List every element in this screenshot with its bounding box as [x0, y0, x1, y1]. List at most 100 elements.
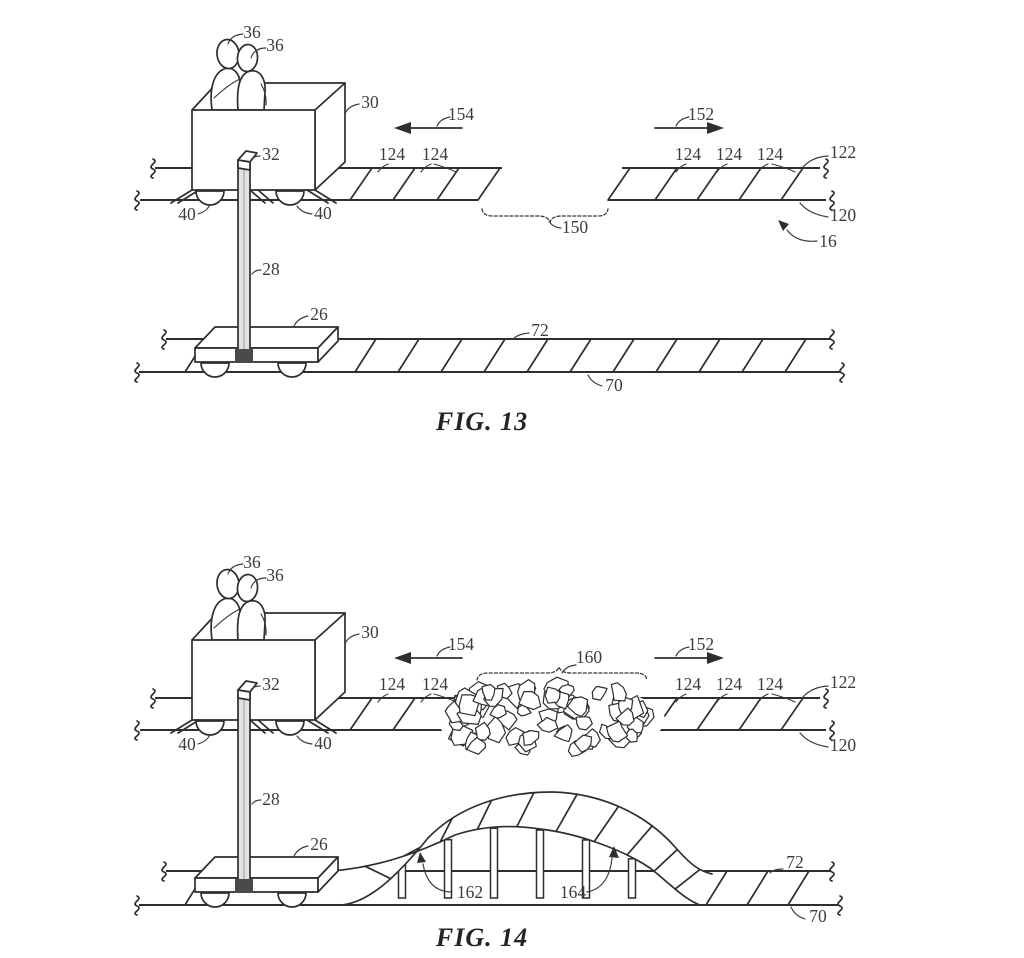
- ref-label: 40: [314, 733, 332, 753]
- break-mark: [150, 688, 156, 709]
- ref-label: 40: [178, 204, 196, 224]
- rock: [518, 690, 542, 711]
- rock: [573, 734, 593, 753]
- track-tie: [397, 338, 420, 373]
- ref-label: 30: [361, 622, 379, 642]
- system-arrowhead: [778, 220, 789, 231]
- leader-line: [377, 693, 389, 703]
- ref-label: 72: [531, 320, 549, 340]
- carriage-top-face: [194, 856, 339, 879]
- leader-line: [197, 204, 211, 215]
- track-tie: [741, 338, 764, 373]
- leader-line: [249, 155, 261, 163]
- ramp-tie: [555, 793, 578, 833]
- carriage-top-face: [194, 326, 339, 349]
- track-tie: [440, 338, 463, 373]
- track-tie: [655, 338, 678, 373]
- cart-wheels: [195, 720, 305, 736]
- leader-line: [436, 646, 451, 657]
- ref-label: 28: [262, 789, 280, 809]
- passenger-front-torso: [236, 599, 266, 641]
- break-mark: [134, 720, 140, 741]
- cart-front-face: [191, 109, 316, 191]
- ref-label: 124: [757, 144, 784, 164]
- track-tie: [705, 870, 728, 906]
- ref-label: 28: [262, 259, 280, 279]
- passenger-front-head: [236, 573, 259, 603]
- mast-clamp: [235, 879, 253, 892]
- cart-skirts: [170, 189, 337, 204]
- ref-label: 124: [675, 144, 702, 164]
- ref-label: 40: [314, 203, 332, 223]
- leader-line: [675, 116, 690, 127]
- debris-brace: [476, 664, 648, 681]
- ref-label: 160: [576, 647, 603, 667]
- track-tie: [477, 167, 501, 201]
- ramp-tie: [515, 791, 535, 828]
- ref-label: 120: [830, 205, 857, 225]
- leader-line: [227, 33, 244, 45]
- ref-label: 70: [809, 906, 827, 926]
- leader-line: [675, 163, 687, 173]
- leader-line: [757, 693, 796, 703]
- fig14-lower-track: [139, 791, 838, 906]
- ref-label: 162: [457, 882, 483, 902]
- track-tie: [738, 167, 762, 201]
- ref-label: 124: [422, 674, 449, 694]
- ramp-tie: [476, 799, 493, 831]
- direction-right-arrowhead: [707, 122, 724, 134]
- fig14-annotations: [134, 563, 843, 920]
- leader-line: [420, 163, 457, 173]
- ref-label: 32: [262, 144, 280, 164]
- passenger-arm-fold: [213, 78, 267, 106]
- break-mark: [829, 720, 835, 741]
- figure-14: 36 36 30 32 40 40 154 152 124 124 124 12…: [134, 552, 856, 952]
- upper-track-ties: [349, 167, 804, 201]
- leader-line: [675, 693, 687, 703]
- ramp-tie: [626, 825, 653, 856]
- ramp-tie: [439, 817, 454, 843]
- carriage-wheels: [200, 892, 307, 908]
- track-tie: [612, 338, 635, 373]
- cart-side-face: [314, 82, 346, 191]
- track-tie: [696, 697, 720, 731]
- fig13-carriage: [194, 326, 339, 378]
- leader-line: [420, 693, 457, 703]
- track-tie: [349, 697, 373, 731]
- track-tie: [780, 167, 804, 201]
- track-tie: [654, 167, 678, 201]
- fig14-labels: 36 36 30 32 40 40 154 152 124 124 124 12…: [178, 552, 856, 952]
- direction-left-arrowhead: [394, 652, 411, 664]
- leader-line: [227, 563, 244, 575]
- leader-line: [790, 906, 806, 920]
- break-mark: [161, 861, 167, 882]
- ramp-tie: [402, 846, 422, 858]
- track-tie: [698, 338, 721, 373]
- ref-label: 30: [361, 92, 379, 112]
- support-post: [489, 827, 499, 899]
- leader-line: [757, 163, 796, 173]
- rock: [566, 696, 589, 717]
- ref-label: 26: [310, 834, 328, 854]
- fig14-ride-vehicle: [170, 568, 346, 736]
- fig14-mast: [235, 680, 258, 892]
- ref-label: 154: [448, 104, 475, 124]
- mast-cap-front: [237, 689, 251, 701]
- leader-line: [561, 664, 577, 674]
- rock: [544, 686, 561, 704]
- break-mark: [134, 362, 140, 383]
- ref-label: 122: [830, 142, 856, 162]
- support-post: [627, 858, 637, 899]
- cart-skirts: [170, 719, 337, 734]
- track-tie: [569, 338, 592, 373]
- leader-line: [377, 163, 389, 173]
- ref-label: 124: [716, 144, 743, 164]
- ref-label: 154: [448, 634, 475, 654]
- rock: [591, 685, 608, 701]
- debris-pile: [444, 676, 655, 757]
- ref-label: 40: [178, 734, 196, 754]
- ref-label: 124: [379, 144, 406, 164]
- direction-right-arrowhead: [707, 652, 724, 664]
- rock: [624, 728, 638, 743]
